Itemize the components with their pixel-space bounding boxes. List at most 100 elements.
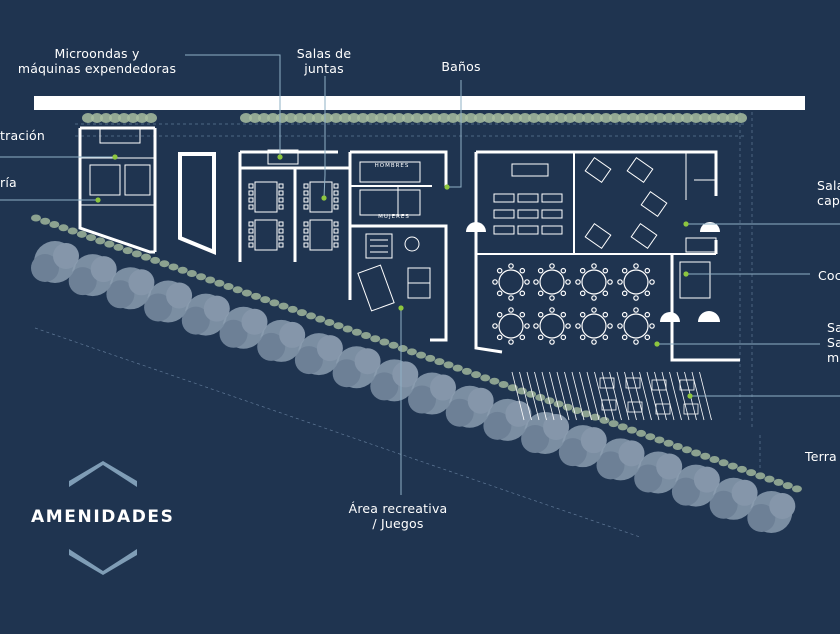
- chair: [524, 279, 530, 285]
- hedge-shrub: [553, 400, 564, 408]
- hedge-shrub: [429, 113, 441, 123]
- connection-dots: [95, 154, 693, 399]
- round-table: [623, 269, 649, 295]
- hedge-shrub: [564, 113, 576, 123]
- top-hedges: [82, 113, 747, 123]
- chair: [333, 183, 339, 189]
- trees: [31, 241, 796, 533]
- hedge-shrub: [636, 113, 648, 123]
- hedge-shrub: [526, 390, 537, 398]
- terrace-slat: [511, 371, 525, 421]
- chair: [607, 279, 613, 285]
- hedge-shrub: [384, 113, 396, 123]
- hedge-shrub: [782, 482, 793, 490]
- chair: [602, 334, 609, 341]
- chair: [248, 242, 254, 248]
- chair: [333, 204, 339, 210]
- round-table: [498, 313, 524, 339]
- terrace-table: [655, 403, 671, 415]
- chair: [278, 242, 284, 248]
- hedge-shrub: [339, 113, 351, 123]
- hedge-shrub: [127, 113, 139, 123]
- terrace-slat: [594, 371, 607, 421]
- hedge-shrub: [654, 113, 666, 123]
- hedge-shrub: [537, 113, 549, 123]
- chair: [248, 221, 254, 227]
- terrace-slat: [586, 371, 600, 421]
- chair: [602, 290, 609, 297]
- hedge-shrub: [241, 289, 252, 297]
- hedge-shrub: [764, 475, 775, 483]
- hedge-shrub: [269, 299, 280, 307]
- desk-cluster: [584, 223, 612, 249]
- chair: [278, 190, 284, 196]
- chair: [565, 279, 571, 285]
- chair: [607, 323, 613, 329]
- hedge-shrub: [86, 234, 97, 242]
- hedge-shrub: [755, 472, 766, 480]
- hedge-shrub: [397, 345, 408, 353]
- hedge-shrub: [726, 113, 738, 123]
- tree: [294, 333, 343, 376]
- hedge-shrub: [555, 113, 567, 123]
- chair: [602, 267, 609, 274]
- hedge-shrub: [267, 113, 279, 123]
- chair: [644, 334, 651, 341]
- hedge-shrub: [617, 423, 628, 431]
- roof-bar: [34, 96, 805, 110]
- tree: [257, 319, 306, 362]
- chair: [278, 183, 284, 189]
- terrace-slat: [556, 371, 570, 421]
- chair: [549, 307, 555, 313]
- tree: [219, 306, 268, 349]
- chair: [591, 307, 597, 313]
- terrace-slat: [541, 371, 555, 421]
- hedge-shrub: [118, 113, 130, 123]
- terrace-slat: [609, 371, 622, 421]
- hedge-shrub: [456, 113, 468, 123]
- hedge-shrub: [425, 354, 436, 362]
- desk: [511, 163, 549, 177]
- training-desks: [493, 157, 668, 249]
- chair: [248, 183, 254, 189]
- hedge-shrub: [600, 113, 612, 123]
- hedge-shrub: [645, 433, 656, 441]
- hedge-shrub: [516, 387, 527, 395]
- label-rooms-partial: Sa Sa m: [827, 320, 840, 365]
- chair: [303, 221, 309, 227]
- hedge-shrub: [663, 439, 674, 447]
- tree: [747, 490, 796, 533]
- hedge-shrub: [278, 302, 289, 310]
- chair: [537, 290, 544, 297]
- amenities-title: AMENIDADES: [31, 507, 175, 527]
- hedge-shrub: [312, 113, 324, 123]
- chair: [248, 235, 254, 241]
- hedge-shrub: [31, 214, 41, 222]
- diagonal-hedges: [31, 214, 802, 493]
- hedge-shrub: [113, 243, 124, 251]
- terrace-table: [627, 401, 643, 413]
- hedge-shrub: [168, 263, 179, 271]
- round-table: [623, 313, 649, 339]
- round-table: [539, 269, 565, 295]
- tree: [634, 451, 683, 494]
- hedge-shrub: [393, 113, 405, 123]
- terrace-slat: [676, 371, 690, 421]
- terrace-slat: [669, 371, 682, 421]
- hedge-shrub: [709, 456, 720, 464]
- hedge-shrub: [249, 113, 261, 123]
- chair: [579, 311, 586, 318]
- chair: [649, 323, 655, 329]
- hedge-shrub: [321, 113, 333, 123]
- hedge-shrub: [315, 315, 326, 323]
- chair: [303, 183, 309, 189]
- terrace-slat: [616, 371, 630, 421]
- desk: [493, 225, 515, 235]
- hedge-shrub: [700, 452, 711, 460]
- hedge-shrub: [40, 217, 51, 225]
- chair: [278, 228, 284, 234]
- chair: [560, 290, 567, 297]
- women-restroom-label: MUJERES: [378, 214, 410, 220]
- chair: [333, 242, 339, 248]
- hedge-shrub: [691, 449, 702, 457]
